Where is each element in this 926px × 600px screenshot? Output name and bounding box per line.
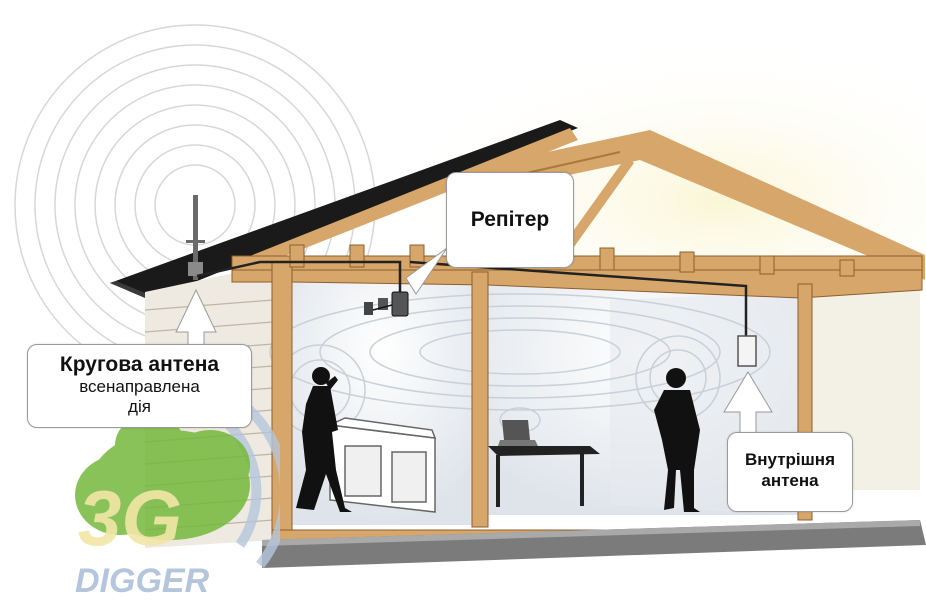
foundation [262, 520, 926, 568]
woman-with-phone-icon [296, 367, 352, 512]
washer-dryer-icon [327, 417, 437, 513]
indoor-antenna-callout: Внутрішня антена [727, 432, 853, 512]
outdoor-antenna-icon [186, 195, 205, 280]
back-roof [440, 130, 925, 280]
antenna-cable [196, 260, 402, 295]
outdoor-antenna-callout: Кругова антена всенаправлена дія [27, 344, 252, 428]
rafter-top [235, 128, 578, 270]
indoor-signal-waves [269, 293, 771, 436]
outdoor-antenna-label: Кругова антена [59, 353, 220, 376]
repeater-device-icon [364, 291, 409, 317]
desk-with-laptop-icon [488, 420, 600, 507]
indoor-antenna-icon [737, 335, 757, 367]
indoor-antenna-label-1: Внутрішня [745, 450, 835, 469]
svg-text:DIGGER: DIGGER [75, 562, 210, 600]
roof-fascia [110, 281, 150, 300]
repeater-label: Репітер [470, 208, 550, 231]
outdoor-antenna-desc-2: дія [128, 397, 151, 416]
outdoor-antenna-desc-1: всенаправлена [79, 377, 200, 396]
repeater-callout: Репітер [446, 172, 574, 268]
3g-digger-logo: 3G DIGGER [75, 395, 280, 600]
svg-text:3G: 3G [78, 474, 182, 562]
main-roof [110, 120, 578, 300]
indoor-antenna-label-2: антена [761, 471, 819, 490]
repeater-pointer [405, 247, 448, 295]
man-with-phone-icon [654, 368, 700, 512]
